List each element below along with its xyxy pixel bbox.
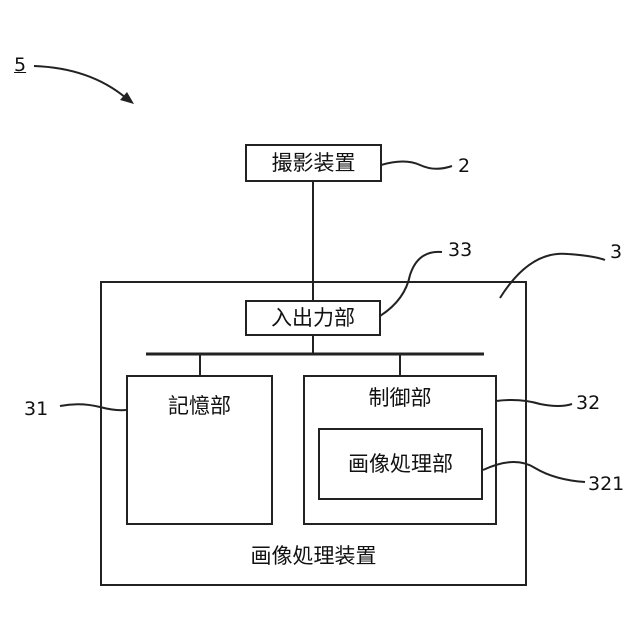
control-label: 制御部 — [303, 388, 497, 409]
apparatus-ref: 3 — [610, 243, 622, 262]
camera-ref: 2 — [458, 157, 470, 176]
io-unit-label: 入出力部 — [271, 308, 355, 329]
image-proc-box: 画像処理部 — [318, 428, 483, 500]
camera-label: 撮影装置 — [272, 153, 356, 174]
camera-box: 撮影装置 — [245, 144, 382, 182]
storage-ref: 31 — [24, 400, 48, 419]
apparatus-label: 画像処理装置 — [100, 546, 527, 567]
image-proc-ref: 321 — [588, 475, 624, 494]
figure-number: 5 — [14, 56, 26, 75]
io-unit-box: 入出力部 — [245, 300, 381, 336]
figure-arrow — [34, 66, 126, 98]
control-ref: 32 — [576, 394, 600, 413]
storage-label: 記憶部 — [126, 396, 273, 417]
io-unit-ref: 33 — [448, 241, 472, 260]
image-proc-label: 画像処理部 — [348, 454, 453, 475]
leader-camera — [381, 162, 452, 169]
